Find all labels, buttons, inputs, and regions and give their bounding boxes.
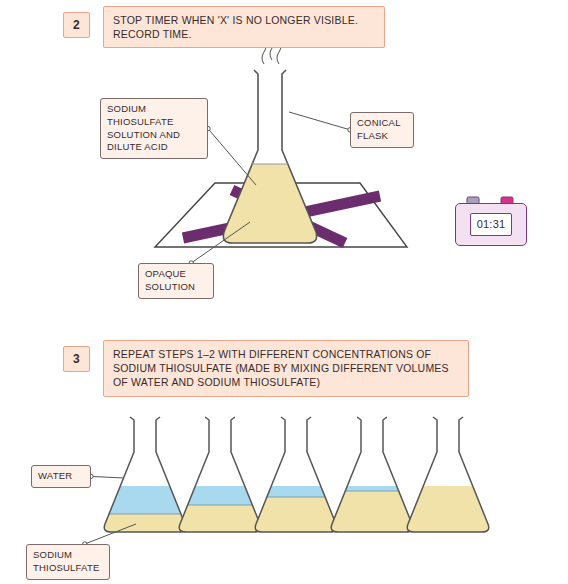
callout-label: SODIUM THIOSULFATE SOLUTION AND DILUTE A… xyxy=(100,98,208,159)
step-number: 3 xyxy=(63,346,90,372)
flask-glass xyxy=(398,415,498,486)
layer-boundary xyxy=(322,491,422,492)
layer-boundary xyxy=(95,514,195,515)
layer-boundary xyxy=(170,505,270,506)
flask-glass xyxy=(322,415,422,486)
label-text: REPEAT STEPS 1–2 WITH DIFFERENT CONCENTR… xyxy=(113,347,459,390)
conical-flask xyxy=(104,417,186,532)
stopwatch: 01:31 xyxy=(455,203,527,246)
flask-group xyxy=(322,415,422,537)
thiosulfate-layer xyxy=(246,497,346,537)
label-text: 2 xyxy=(73,17,80,33)
water-layer xyxy=(170,486,270,505)
callout-label: OPAQUE SOLUTION xyxy=(138,263,214,299)
layer-boundary xyxy=(246,497,346,498)
conical-flask xyxy=(331,417,413,532)
label-text: SODIUM THIOSULFATE SOLUTION AND DILUTE A… xyxy=(107,103,201,154)
label-text: 01:31 xyxy=(470,213,513,236)
water-layer xyxy=(322,486,422,491)
flask-group xyxy=(95,415,195,537)
flask-glass xyxy=(215,60,325,164)
thiosulfate-layer xyxy=(322,491,422,537)
flask-glass xyxy=(246,415,346,486)
step-instruction: STOP TIMER WHEN 'X' IS NO LONGER VISIBLE… xyxy=(103,6,385,48)
leader-line xyxy=(191,222,250,263)
leader-line xyxy=(91,476,124,478)
flask-group xyxy=(170,415,270,537)
leader-line xyxy=(208,129,256,185)
conical-flask xyxy=(255,417,337,532)
flask-group xyxy=(246,415,346,537)
callout-label: SODIUM THIOSULFATE xyxy=(26,544,110,580)
label-text: WATER xyxy=(38,470,84,483)
conical-flask xyxy=(407,417,489,532)
label-text: SODIUM THIOSULFATE xyxy=(33,549,103,575)
flask-glass xyxy=(170,415,270,486)
flask-glass xyxy=(95,415,195,486)
conical-flask xyxy=(179,417,261,532)
flask-group xyxy=(398,415,498,537)
label-text: 3 xyxy=(73,351,80,367)
opaque-liquid xyxy=(215,164,325,249)
label-text: STOP TIMER WHEN 'X' IS NO LONGER VISIBLE… xyxy=(113,13,375,41)
callout-label: CONICAL FLASK xyxy=(350,112,414,148)
callout-label: WATER xyxy=(31,465,91,488)
leader-line xyxy=(85,524,136,544)
step-instruction: REPEAT STEPS 1–2 WITH DIFFERENT CONCENTR… xyxy=(103,340,469,397)
step-number: 2 xyxy=(63,12,90,38)
liquid-surface xyxy=(252,164,288,165)
label-text: CONICAL FLASK xyxy=(357,117,407,143)
leader-line xyxy=(289,112,350,130)
water-layer xyxy=(246,486,346,497)
conical-flask xyxy=(223,70,316,243)
label-text: OPAQUE SOLUTION xyxy=(145,268,207,294)
